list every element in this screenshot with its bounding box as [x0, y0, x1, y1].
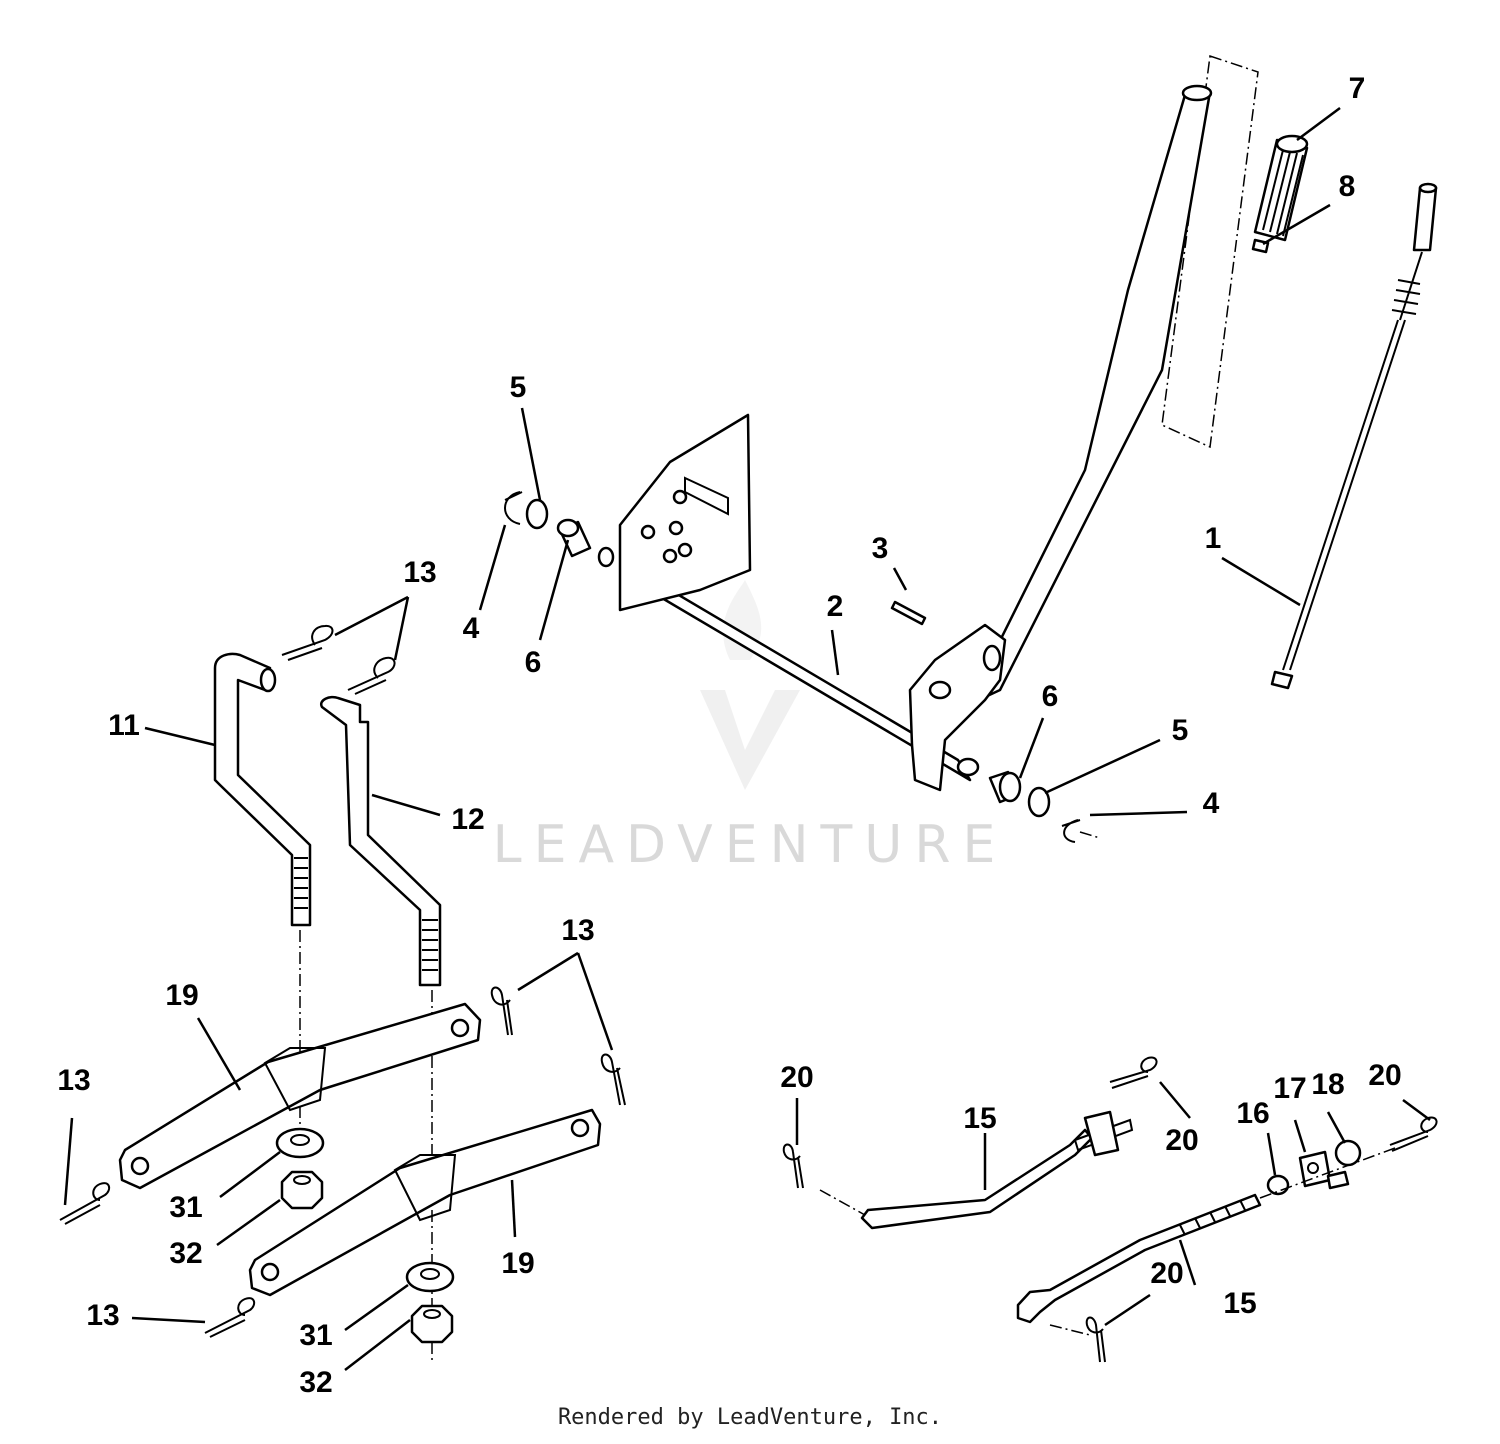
callout-4-left: 4: [463, 612, 480, 645]
retaining-clip-right: [1061, 819, 1081, 843]
callout-32-upper: 32: [169, 1237, 202, 1270]
cotter-pin-b: [1109, 1056, 1158, 1089]
render-credit: Rendered by LeadVenture, Inc.: [557, 1405, 943, 1430]
callout-20-right: 20: [1368, 1059, 1401, 1092]
callout-13-top: 13: [403, 556, 436, 589]
washer-right: [1027, 786, 1051, 818]
flange-nut-lower: [405, 1261, 455, 1293]
callout-1: 1: [1205, 522, 1222, 555]
hairpin-clip-a: [281, 624, 334, 661]
callout-5-left: 5: [510, 371, 527, 404]
lift-arm-upper: [118, 1002, 482, 1190]
callout-16: 16: [1236, 1097, 1269, 1130]
hex-nut-upper: [280, 1170, 324, 1210]
callout-4-right: 4: [1203, 787, 1220, 820]
lift-link-12: [319, 695, 442, 987]
callout-31-upper: 31: [169, 1191, 202, 1224]
hairpin-clip-e: [59, 1182, 111, 1225]
washer-left: [525, 498, 549, 530]
callout-8: 8: [1339, 170, 1356, 203]
callout-11: 11: [108, 709, 140, 742]
lift-arm-lower: [248, 1108, 602, 1297]
callout-2: 2: [827, 590, 844, 623]
handle-alt-outline: [1161, 55, 1259, 449]
callout-13-left: 13: [57, 1064, 90, 1097]
callout-15-lower: 15: [1223, 1287, 1256, 1320]
watermark-logo: [700, 580, 800, 790]
hairpin-clip-d: [600, 1053, 626, 1106]
callout-20-lower: 20: [1150, 1257, 1183, 1290]
adjuster-washer: [1334, 1139, 1362, 1167]
bushing-left: [556, 518, 615, 568]
lift-handle-assembly: [618, 84, 1213, 792]
adjuster-block: [1298, 1150, 1350, 1190]
cotter-pin-c: [1389, 1116, 1438, 1152]
hairpin-clip-b: [347, 656, 396, 695]
watermark-text: LEADVENTURE: [493, 815, 1008, 875]
callout-32-lower: 32: [299, 1366, 332, 1399]
callout-20-upper: 20: [1165, 1124, 1198, 1157]
bushing-right: [988, 770, 1022, 804]
cotter-pin-d: [1085, 1316, 1106, 1363]
flange-nut-upper: [275, 1127, 325, 1159]
callout-19-lower: 19: [501, 1247, 534, 1280]
adjustment-rod-upper: [860, 1110, 1134, 1230]
cotter-pin-a: [782, 1143, 804, 1189]
callout-3: 3: [872, 532, 889, 565]
callout-15-upper: 15: [963, 1102, 996, 1135]
callout-18: 18: [1311, 1068, 1344, 1101]
lift-cable: [1270, 182, 1438, 690]
callout-12: 12: [451, 803, 484, 836]
retaining-clip-left: [504, 491, 523, 525]
callout-17: 17: [1273, 1072, 1306, 1105]
lift-link-11: [213, 652, 312, 927]
callout-13-mid: 13: [561, 914, 594, 947]
callout-13-bottom: 13: [86, 1299, 119, 1332]
callout-20-left: 20: [780, 1061, 813, 1094]
callout-5-right: 5: [1172, 714, 1189, 747]
handle-grip: [1253, 134, 1309, 242]
callout-6-right: 6: [1042, 680, 1059, 713]
hairpin-clip-f: [204, 1297, 256, 1338]
callout-6-left: 6: [525, 646, 542, 679]
callout-31-lower: 31: [299, 1319, 332, 1352]
roll-pin: [890, 600, 927, 626]
hairpin-clip-c: [490, 986, 513, 1036]
callout-19-upper: 19: [165, 979, 198, 1012]
adjuster-nut: [1266, 1174, 1290, 1196]
callout-7: 7: [1349, 72, 1366, 105]
adjustment-rod-lower: [1016, 1193, 1262, 1324]
hex-nut-lower: [410, 1304, 454, 1344]
